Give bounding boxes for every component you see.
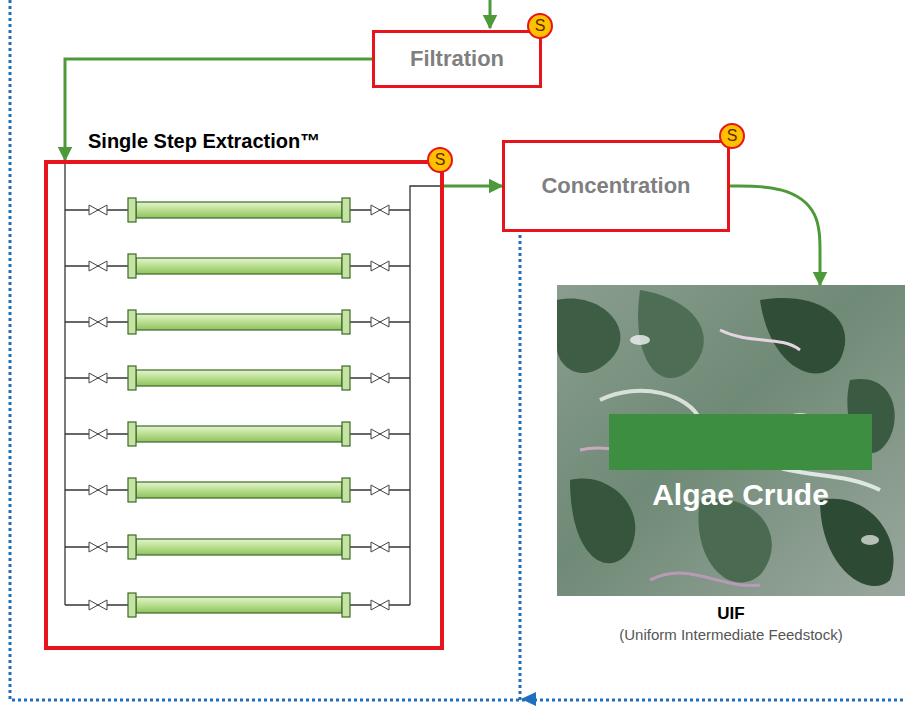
valve-symbol bbox=[89, 205, 107, 215]
tube-flange bbox=[342, 535, 350, 559]
node-label: S bbox=[435, 152, 446, 168]
valve-symbol bbox=[89, 261, 107, 271]
valve-symbol bbox=[371, 373, 389, 383]
product-panel: UIF(Uniform Intermediate Feedstock)Algae… bbox=[557, 285, 905, 596]
valve-symbol bbox=[89, 429, 107, 439]
recycle-arrow-head bbox=[521, 692, 536, 706]
valve-symbol bbox=[371, 542, 389, 552]
valve-symbol bbox=[89, 373, 107, 383]
tube-row bbox=[65, 422, 410, 446]
tube-row bbox=[65, 198, 410, 222]
valve-symbol bbox=[89, 485, 107, 495]
tube-flange bbox=[342, 366, 350, 390]
valve-symbol bbox=[89, 542, 107, 552]
extraction-tube bbox=[136, 258, 342, 274]
extraction-tube bbox=[136, 370, 342, 386]
sensor-badge: S bbox=[427, 147, 453, 173]
extraction-tube bbox=[136, 202, 342, 218]
tube-flange bbox=[128, 366, 136, 390]
tube-row bbox=[65, 254, 410, 278]
tube-row bbox=[65, 478, 410, 502]
valve-symbol bbox=[371, 485, 389, 495]
tube-flange bbox=[342, 198, 350, 222]
node-label: Concentration bbox=[541, 173, 690, 199]
valve-symbol bbox=[89, 317, 107, 327]
algae-blob bbox=[698, 499, 771, 583]
inlet-manifold bbox=[64, 160, 65, 605]
tube-flange bbox=[342, 310, 350, 334]
tube-row bbox=[65, 593, 410, 617]
node-label: Algae Crude bbox=[609, 478, 872, 512]
algae-crude-photo bbox=[557, 285, 905, 596]
flow-arrow bbox=[730, 186, 820, 285]
sensor-badge: S bbox=[719, 123, 745, 149]
process-box: Concentration bbox=[502, 140, 730, 232]
extraction-tube bbox=[136, 426, 342, 442]
tube-flange bbox=[342, 593, 350, 617]
outlet-manifold bbox=[410, 186, 442, 605]
tube-flange bbox=[342, 478, 350, 502]
extraction-tubes bbox=[65, 198, 410, 617]
algae-blob bbox=[570, 478, 635, 563]
highlight bbox=[630, 335, 650, 345]
tube-flange bbox=[128, 593, 136, 617]
valve-symbol bbox=[89, 600, 107, 610]
valve-symbol bbox=[371, 317, 389, 327]
tube-flange bbox=[128, 198, 136, 222]
tube-flange bbox=[128, 535, 136, 559]
algae-blob bbox=[820, 499, 894, 586]
extraction-unit: Single Step Extraction™ bbox=[44, 160, 444, 650]
highlight bbox=[861, 535, 879, 545]
algae-blob bbox=[557, 298, 620, 373]
tube-flange bbox=[128, 422, 136, 446]
product-title: UIF bbox=[557, 604, 905, 624]
photo-ground bbox=[557, 285, 905, 596]
product-subtitle: (Uniform Intermediate Feedstock) bbox=[557, 626, 905, 643]
valve-symbol bbox=[371, 261, 389, 271]
tube-row bbox=[65, 535, 410, 559]
tube-flange bbox=[342, 254, 350, 278]
flow-arrow bbox=[65, 59, 372, 160]
tube-flange bbox=[128, 254, 136, 278]
recycle-line bbox=[519, 235, 522, 700]
node-label: S bbox=[727, 128, 738, 144]
valve-symbol bbox=[371, 205, 389, 215]
flow-arrow bbox=[444, 185, 502, 188]
valve-symbol bbox=[371, 429, 389, 439]
sheen bbox=[720, 330, 800, 350]
feed-arrow bbox=[489, 0, 492, 28]
sensor-badge: S bbox=[527, 13, 553, 39]
tube-flange bbox=[128, 478, 136, 502]
node-label: Filtration bbox=[410, 46, 504, 72]
process-box: Filtration bbox=[372, 30, 542, 88]
node-label: Single Step Extraction™ bbox=[88, 130, 320, 153]
extraction-tube bbox=[136, 482, 342, 498]
node-label: S bbox=[535, 18, 546, 34]
valve-symbol bbox=[371, 600, 389, 610]
tube-row bbox=[65, 366, 410, 390]
sheen bbox=[650, 573, 760, 586]
tube-flange bbox=[128, 310, 136, 334]
algae-blob bbox=[760, 298, 845, 373]
tube-row bbox=[65, 310, 410, 334]
extraction-tube bbox=[136, 314, 342, 330]
algae-blob bbox=[638, 290, 704, 378]
tube-flange bbox=[342, 422, 350, 446]
product-label: Algae Crude bbox=[609, 414, 872, 470]
extraction-tube bbox=[136, 597, 342, 613]
extraction-tube bbox=[136, 539, 342, 555]
